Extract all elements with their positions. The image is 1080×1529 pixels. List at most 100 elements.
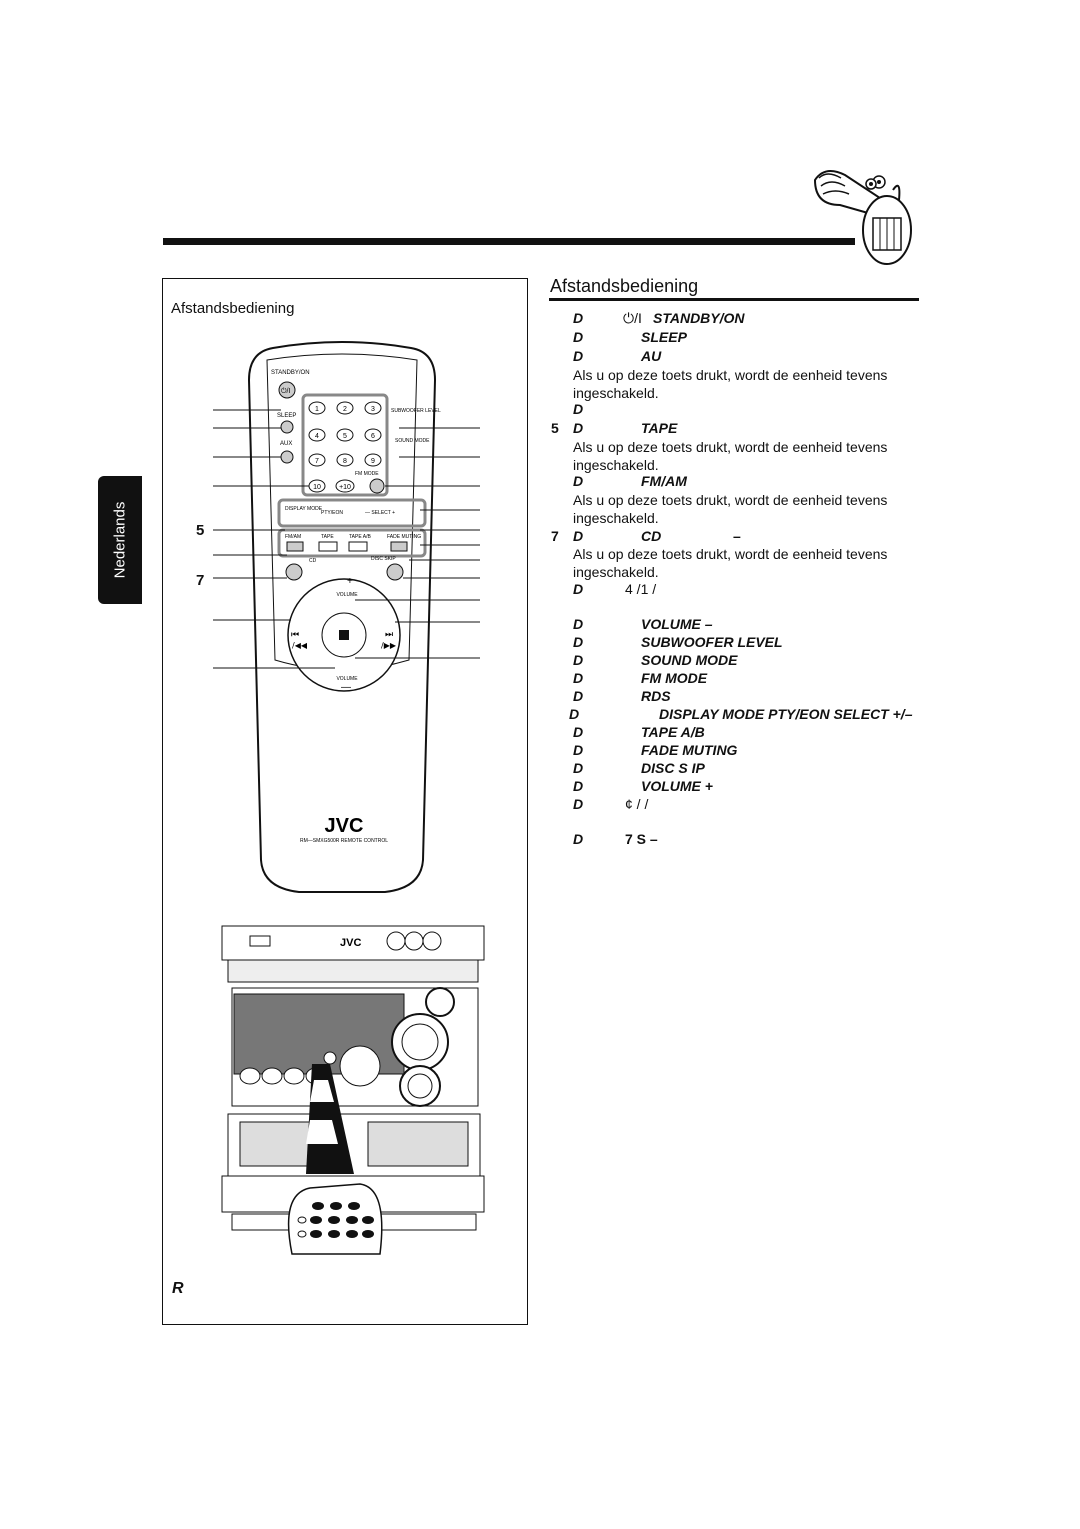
previous-icon[interactable]: ⏮ bbox=[291, 630, 299, 640]
cd-button[interactable] bbox=[285, 563, 303, 581]
fm-mode-button[interactable] bbox=[369, 478, 385, 494]
fm-am-label: FM/AM bbox=[285, 534, 301, 540]
fade-muting-label: FADE MUTING bbox=[387, 534, 421, 540]
disc-skip-label: DISC SKIP bbox=[371, 556, 396, 562]
key-7[interactable] bbox=[308, 453, 326, 467]
key-6-label: 6 bbox=[371, 433, 375, 440]
key-9-label: 9 bbox=[371, 458, 375, 465]
item-letter: D bbox=[573, 401, 584, 417]
item-letter: D bbox=[573, 616, 584, 632]
language-tab: Nederlands bbox=[98, 476, 142, 604]
remote-control-diagram: STANDBY/ON ⏻/I SLEEP AUX 1 2 3 4 5 6 7 8… bbox=[213, 341, 480, 893]
key-7-label: 7 bbox=[315, 458, 319, 465]
key-6[interactable] bbox=[364, 428, 382, 442]
fm-mode-label: FM MODE bbox=[355, 471, 379, 477]
key-5[interactable] bbox=[336, 428, 354, 442]
volume-up-label: VOLUME bbox=[336, 592, 358, 598]
key-plus10[interactable] bbox=[335, 479, 355, 493]
tape-ab-button[interactable] bbox=[348, 541, 368, 552]
key-4-label: 4 bbox=[315, 433, 319, 440]
section-title: Afstandsbediening bbox=[550, 276, 699, 296]
stop-icon bbox=[339, 630, 349, 640]
item-description: Als u op deze toets drukt, wordt de eenh… bbox=[573, 492, 888, 526]
standby-button[interactable] bbox=[278, 381, 296, 399]
item-key: SUBWOOFER LEVEL bbox=[641, 634, 783, 650]
disc-skip-button[interactable] bbox=[386, 563, 404, 581]
item-key: FM MODE bbox=[641, 670, 708, 686]
item-key: AU bbox=[641, 348, 662, 364]
item-key: SLEEP bbox=[641, 329, 687, 345]
fm-am-button[interactable] bbox=[286, 541, 304, 552]
rewind-icon[interactable]: /◀◀ bbox=[292, 641, 308, 650]
item-letter: D bbox=[573, 634, 584, 650]
sleep-label: SLEEP bbox=[277, 413, 296, 419]
item-letter: D bbox=[573, 652, 584, 668]
jvc-logo: JVC bbox=[325, 815, 364, 837]
item-description: Als u op deze toets drukt, wordt de eenh… bbox=[573, 546, 888, 580]
volume-down-label: VOLUME bbox=[336, 676, 358, 682]
item-key: DISC S IP bbox=[641, 760, 705, 776]
next-icon[interactable]: ⏭ bbox=[385, 630, 393, 640]
item-letter: D bbox=[573, 528, 584, 544]
fade-muting-button[interactable] bbox=[390, 541, 408, 552]
key-10-label: 10 bbox=[313, 484, 321, 491]
key-1-label: 1 bbox=[315, 406, 319, 413]
model-label: RM—SMXG500R REMOTE CONTROL bbox=[300, 838, 388, 844]
tape-label: TAPE bbox=[321, 534, 334, 540]
item-key: FADE MUTING bbox=[641, 742, 738, 758]
item-letter: D bbox=[573, 724, 584, 740]
item-key: FM/AM bbox=[641, 473, 687, 489]
item-letter: D bbox=[573, 348, 584, 364]
item-letter: D bbox=[573, 688, 584, 704]
item-extra: 7 S – bbox=[625, 831, 658, 847]
item-dash: – bbox=[733, 528, 741, 544]
aux-button[interactable] bbox=[280, 450, 294, 464]
header-rule bbox=[163, 238, 855, 245]
item-letter: D bbox=[573, 760, 584, 776]
key-8-label: 8 bbox=[343, 458, 347, 465]
standby-label: STANDBY/ON bbox=[271, 370, 310, 376]
item-key: VOLUME – bbox=[641, 616, 713, 632]
item-letter: D bbox=[573, 796, 584, 812]
key-3[interactable] bbox=[364, 401, 382, 415]
fast-forward-icon[interactable]: /▶▶ bbox=[381, 641, 397, 650]
item-key: TAPE A/B bbox=[641, 724, 705, 740]
unit-jvc-logo: JVC bbox=[340, 937, 361, 949]
box-title: Afstandsbediening bbox=[171, 300, 295, 317]
tape-button[interactable] bbox=[318, 541, 338, 552]
section-rule bbox=[549, 298, 919, 301]
item-number: 7 bbox=[551, 528, 559, 544]
key-2-label: 2 bbox=[343, 406, 347, 413]
callout-5: 5 bbox=[196, 522, 205, 539]
key-2[interactable] bbox=[336, 401, 354, 415]
aux-label: AUX bbox=[280, 441, 292, 447]
item-key: STANDBY/ON bbox=[653, 310, 745, 326]
item-description: Als u op deze toets drukt, wordt de eenh… bbox=[573, 367, 888, 401]
power-icon: ⏻/I bbox=[623, 310, 642, 326]
select-label: — SELECT + bbox=[365, 510, 395, 516]
key-8[interactable] bbox=[336, 453, 354, 467]
item-extra: 4 /1 / bbox=[625, 581, 657, 597]
callout-7: 7 bbox=[196, 572, 205, 589]
key-1[interactable] bbox=[308, 401, 326, 415]
item-number: 5 bbox=[551, 420, 559, 436]
item-letter: D bbox=[573, 310, 584, 326]
volume-up-sign: + bbox=[347, 576, 353, 587]
item-letter: D bbox=[569, 706, 580, 722]
sound-mode-label: SOUND MODE bbox=[395, 438, 430, 444]
item-letter: D bbox=[573, 420, 584, 436]
key-4[interactable] bbox=[308, 428, 326, 442]
tape-ab-label: TAPE A/B bbox=[349, 534, 372, 540]
key-9[interactable] bbox=[364, 453, 382, 467]
item-extra: ¢ / / bbox=[625, 796, 649, 812]
key-5-label: 5 bbox=[343, 433, 347, 440]
pty-eon-label: PTY/EON bbox=[321, 510, 343, 516]
key-plus10-label: +10 bbox=[339, 484, 351, 491]
item-description: Als u op deze toets drukt, wordt de eenh… bbox=[573, 439, 888, 473]
item-letter: D bbox=[573, 831, 584, 847]
item-key: DISPLAY MODE PTY/EON SELECT +/– bbox=[659, 706, 913, 722]
item-key: RDS bbox=[641, 688, 671, 704]
sleep-button[interactable] bbox=[280, 420, 294, 434]
item-letter: D bbox=[573, 742, 584, 758]
display-mode-label: DISPLAY MODE bbox=[285, 506, 323, 512]
